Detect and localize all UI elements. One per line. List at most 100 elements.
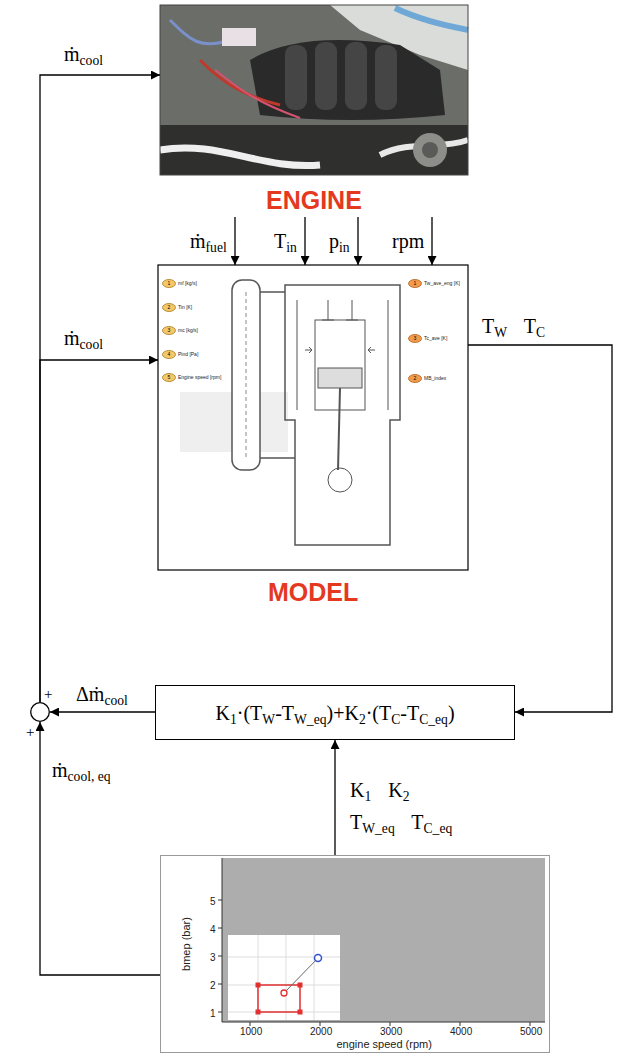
connecting-rod <box>338 388 340 470</box>
subscript: in <box>286 240 297 255</box>
tick-label: 1 <box>210 1008 216 1019</box>
symbol: ·( <box>366 702 379 724</box>
port-label: Tin [K] <box>178 305 192 310</box>
signal-connector <box>431 217 432 265</box>
signal-connector <box>50 711 155 712</box>
subscript: W <box>262 712 275 727</box>
valves <box>322 300 358 320</box>
coolant-hose <box>160 148 320 166</box>
symbol: ·( <box>237 702 250 724</box>
symbol: ) <box>448 702 455 724</box>
subscript: 1 <box>364 789 371 804</box>
signal-connector <box>357 217 358 265</box>
tick-label: 3000 <box>380 1026 402 1037</box>
port-label: mc [kg/s] <box>178 328 198 333</box>
port-label: Tw_ave_eng [K] <box>424 281 460 286</box>
node-heading: MODEL <box>268 580 358 605</box>
signal-label: Δṁcool <box>74 682 130 706</box>
operating-map-plot <box>218 858 545 1026</box>
port-label: mf [kg/s] <box>178 281 197 286</box>
subscript: W_eq <box>362 821 394 836</box>
port-number: 4 <box>168 352 171 357</box>
symbol: T <box>250 702 262 724</box>
tick-label: 3 <box>210 952 216 963</box>
port-oval <box>409 374 422 382</box>
tick-label: 2000 <box>310 1026 332 1037</box>
symbol: ṁ <box>52 759 68 781</box>
symbol: Δṁ <box>76 683 104 705</box>
port-oval <box>163 303 176 311</box>
port-number: 1 <box>168 281 171 286</box>
point-marker <box>256 1010 261 1015</box>
water-jacket <box>388 300 389 410</box>
port-label: Tc_ave [K] <box>424 336 447 341</box>
input-port: 1mf [kg/s] <box>162 279 176 288</box>
photo-ground <box>160 5 468 175</box>
subscript: W_eq <box>294 712 326 727</box>
model-frame <box>158 265 468 570</box>
water-jacket <box>297 300 298 410</box>
subscript: cool <box>80 337 103 352</box>
subscript: cool, eq <box>68 769 111 784</box>
inset <box>228 935 340 1020</box>
intake-runner <box>345 42 367 110</box>
symbol: T <box>411 811 423 833</box>
subscript: cool <box>80 53 103 68</box>
subscript: cool <box>104 693 127 708</box>
engine-block <box>285 285 400 545</box>
port-number: 1 <box>414 281 417 286</box>
symbol: T <box>350 811 362 833</box>
subscript: W <box>494 325 507 340</box>
input-port: 3mc [kg/s] <box>162 326 176 335</box>
port-oval <box>163 350 176 358</box>
point-marker <box>298 1010 303 1015</box>
subscript: fuel <box>206 240 227 255</box>
output-port: 1Tw_ave_eng [K] <box>408 279 422 288</box>
control-law: K1·(TW-TW_eq)+K2·(TC-TC_eq) <box>216 701 455 725</box>
symbol: )+ <box>327 702 345 724</box>
piston <box>318 368 362 388</box>
signal-connector <box>40 722 160 975</box>
port-oval <box>409 334 422 342</box>
symbol: ṁ <box>64 327 80 349</box>
port-number: 2 <box>414 376 417 381</box>
signal-label: pin <box>327 229 352 253</box>
sign-label: + <box>44 687 52 702</box>
subscript: 2 <box>403 789 410 804</box>
symbol: T <box>274 230 286 252</box>
heat-flow-arrow <box>305 347 375 353</box>
junction-circle <box>31 703 50 722</box>
target-point <box>315 955 322 962</box>
intake-manifold <box>250 40 445 120</box>
signal-connector <box>468 345 612 712</box>
sign-label: + <box>26 725 34 740</box>
subscript: C_eq <box>424 821 453 836</box>
signal-label: ṁfuel <box>188 229 229 253</box>
input-port: 5Engine speed [rpm] <box>162 373 176 382</box>
signal-label: rpm <box>390 229 426 253</box>
symbol: T <box>379 702 391 724</box>
current-point <box>281 990 287 996</box>
symbol: ṁ <box>64 43 80 65</box>
point-marker <box>298 983 303 988</box>
symbol <box>395 811 412 833</box>
input-port: 2Tin [K] <box>162 303 176 312</box>
port-label: Pind [Pa] <box>178 352 198 357</box>
signal-connector <box>334 740 335 855</box>
symbol: ṁ <box>190 230 206 252</box>
axis-title: engine speed (rpm) <box>337 1038 432 1050</box>
tick-label: 4000 <box>450 1026 472 1037</box>
photo-frame <box>160 5 468 175</box>
port-label: MB_index <box>424 376 446 381</box>
intake-runner <box>375 45 397 110</box>
symbol: T <box>482 315 494 337</box>
intake-runner <box>315 42 337 110</box>
grid <box>228 935 340 1020</box>
wire <box>215 70 300 118</box>
signal-label: ṁcool <box>62 326 105 350</box>
signal-label: ṁcool, eq <box>50 758 113 782</box>
